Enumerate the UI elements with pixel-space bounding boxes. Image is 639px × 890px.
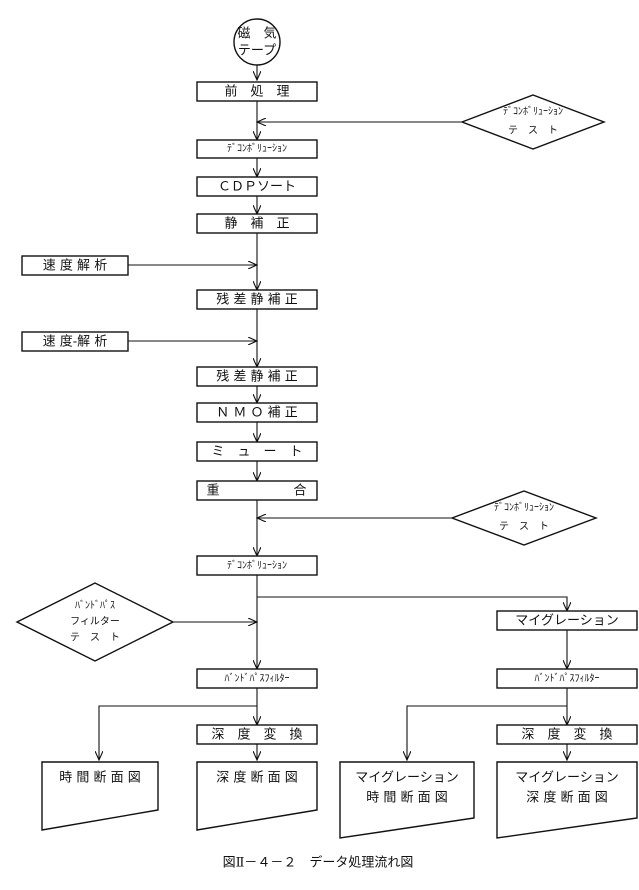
residual-static-2-node: 残 差 静 補 正: [196, 366, 318, 387]
time-section-label: 時 間 断 面 図: [59, 771, 141, 786]
bandpass-test-line3: テ ス ト: [70, 633, 120, 644]
decon-test-1-node: ﾃﾞｺﾝﾎﾞﾘｭｰｼｮﾝ テ ス ト: [460, 94, 606, 150]
figure-caption: 図Ⅱ－４－２ データ処理流れ図: [223, 855, 414, 871]
decon-test-2-line2: テ ス ト: [499, 522, 549, 533]
magnetic-tape-line2: テープ: [238, 44, 276, 59]
bandpass-test-line1: ﾊﾞﾝﾄﾞﾊﾟｽ: [75, 600, 115, 612]
connectors: [99, 65, 567, 760]
stack-label-left: 重: [206, 483, 219, 499]
bandpass-filter-right-label: ﾊﾞﾝﾄﾞﾊﾟｽﾌｨﾙﾀｰ: [535, 673, 600, 685]
time-section-output: 時 間 断 面 図: [41, 761, 159, 831]
migration-time-section-line1: マイグレーション: [355, 771, 458, 786]
cdp-sort-node: ＣＤＰソート: [196, 176, 318, 197]
migration-node: マイグレーション: [496, 610, 638, 631]
decon-2-node: ﾃﾞｺﾝﾎﾞﾘｭｰｼｮﾝ: [196, 555, 318, 576]
decon-test-2-line1: ﾃﾞｺﾝﾎﾞﾘｭｰｼｮﾝ: [494, 502, 554, 514]
bandpass-filter-left-label: ﾊﾞﾝﾄﾞﾊﾟｽﾌｨﾙﾀｰ: [225, 673, 290, 685]
preprocess-label: 前 処 理: [224, 84, 289, 100]
stack-node: 重 合: [196, 480, 318, 501]
migration-time-section-line2: 時 間 断 面 図: [366, 791, 448, 806]
decon-2-label: ﾃﾞｺﾝﾎﾞﾘｭｰｼｮﾝ: [227, 560, 287, 572]
static-correction-node: 静 補 正: [196, 213, 318, 234]
depth-conversion-left-label: 深 度 変 換: [211, 727, 302, 743]
mute-node: ミ ュ ー ト: [196, 441, 318, 462]
decon-test-1-line2: テ ス ト: [508, 126, 558, 137]
decon-test-2-node: ﾃﾞｺﾝﾎﾞﾘｭｰｼｮﾝ テ ス ト: [450, 490, 598, 546]
migration-depth-section-line1: マイグレーション: [515, 771, 618, 786]
decon-test-1-line1: ﾃﾞｺﾝﾎﾞﾘｭｰｼｮﾝ: [503, 106, 563, 118]
migration-label: マイグレーション: [515, 614, 618, 629]
migration-depth-section-line2: 深 度 断 面 図: [526, 790, 608, 806]
static-correction-label: 静 補 正: [224, 217, 289, 232]
velocity-analysis-2-node: 速 度‐解 析: [21, 331, 129, 352]
decon-1-label: ﾃﾞｺﾝﾎﾞﾘｭｰｼｮﾝ: [227, 143, 287, 155]
nmo-correction-label: Ｎ Ｍ Ｏ 補 正: [216, 406, 298, 421]
residual-static-2-label: 残 差 静 補 正: [216, 370, 298, 385]
velocity-analysis-1-node: 速 度 解 析: [21, 255, 129, 276]
velocity-analysis-2-label: 速 度‐解 析: [43, 334, 108, 350]
decon-1-node: ﾃﾞｺﾝﾎﾞﾘｭｰｼｮﾝ: [196, 139, 318, 159]
stack-label-right: 合: [293, 484, 306, 499]
magnetic-tape-line1: 磁 気: [237, 26, 276, 42]
bandpass-filter-left-node: ﾊﾞﾝﾄﾞﾊﾟｽﾌｨﾙﾀｰ: [196, 668, 318, 689]
migration-depth-section-output: マイグレーション 深 度 断 面 図: [496, 761, 638, 839]
preprocess-node: 前 処 理: [196, 81, 318, 102]
residual-static-1-label: 残 差 静 補 正: [216, 293, 298, 308]
bandpass-filter-right-node: ﾊﾞﾝﾄﾞﾊﾟｽﾌｨﾙﾀｰ: [496, 668, 638, 689]
velocity-analysis-1-label: 速 度 解 析: [43, 258, 107, 274]
bandpass-test-line2: フィルター: [70, 616, 120, 628]
cdp-sort-label: ＣＤＰソート: [218, 180, 296, 195]
residual-static-1-node: 残 差 静 補 正: [196, 289, 318, 310]
depth-conversion-right-node: 深 度 変 換: [496, 724, 638, 745]
mute-label: ミ ュ ー ト: [211, 445, 302, 460]
depth-section-label: 深 度 断 面 図: [216, 770, 298, 786]
depth-conversion-left-node: 深 度 変 換: [196, 724, 318, 745]
magnetic-tape-node: 磁 気 テープ: [233, 18, 281, 66]
depth-section-output: 深 度 断 面 図: [196, 761, 318, 831]
depth-conversion-right-label: 深 度 変 換: [521, 727, 612, 743]
nmo-correction-node: Ｎ Ｍ Ｏ 補 正: [196, 402, 318, 423]
migration-time-section-output: マイグレーション 時 間 断 面 図: [339, 761, 475, 839]
bandpass-test-node: ﾊﾞﾝﾄﾞﾊﾟｽ フィルター テ ス ト: [15, 582, 175, 662]
